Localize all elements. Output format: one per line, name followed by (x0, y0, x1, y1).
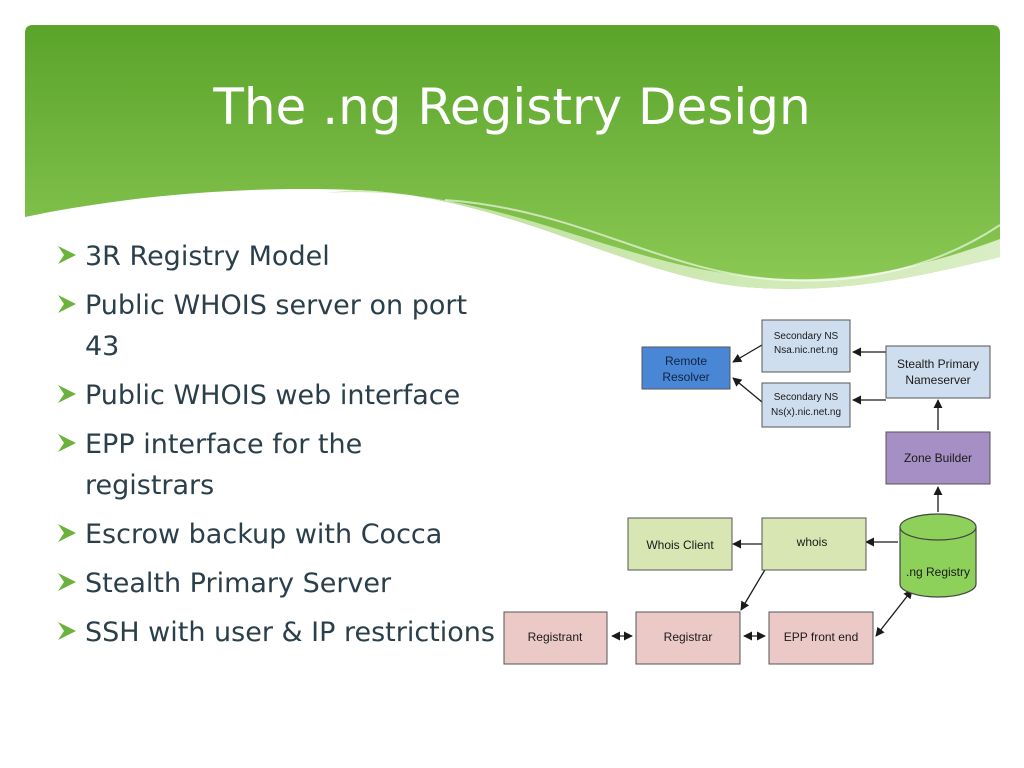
arrow-bullet-icon (58, 385, 76, 403)
bullet-item: Stealth Primary Server (55, 563, 495, 604)
arrow-nsx-to-resolver (732, 377, 763, 403)
arrow-bullet-icon (58, 246, 76, 264)
bullet-text: 3R Registry Model (85, 241, 330, 272)
whois-client-node: Whois Client (627, 517, 733, 571)
node-label-line: Secondary NS (774, 331, 839, 342)
arrow-bullet-icon (58, 434, 76, 452)
epp-front-end-node: EPP front end (768, 611, 874, 665)
node-label-line: Ns(x).nic.net.ng (771, 407, 841, 418)
node-label-line: whois (796, 535, 828, 549)
node-label-line: EPP front end (784, 630, 859, 644)
secondary-ns-x-node: Secondary NS Ns(x).nic.net.ng (761, 382, 851, 428)
bullet-item: Public WHOIS server on port 43 (55, 285, 495, 367)
title-banner (25, 25, 1000, 325)
slide-title: The .ng Registry Design (213, 78, 811, 136)
bullet-list: 3R Registry Model Public WHOIS server on… (55, 236, 495, 661)
node-label-line: .ng Registry (906, 565, 970, 579)
ng-registry-database-node: .ng Registry (899, 513, 977, 598)
remote-resolver-node: Remote Resolver (641, 346, 731, 390)
bullet-text: Escrow backup with Cocca (85, 519, 443, 550)
node-label-line: Zone Builder (904, 451, 972, 465)
bullet-item: EPP interface for the registrars (55, 424, 495, 506)
node-label-line: Nameserver (905, 373, 970, 387)
node-label-line: Resolver (662, 370, 709, 384)
bullet-text: Stealth Primary Server (85, 568, 392, 599)
bullet-item: 3R Registry Model (55, 236, 495, 277)
bullet-item: Public WHOIS web interface (55, 375, 495, 416)
zone-builder-node: Zone Builder (885, 431, 991, 485)
whois-node: whois (761, 517, 867, 571)
bullet-text: Public WHOIS server on port 43 (85, 290, 468, 362)
registrar-node: Registrar (635, 611, 741, 665)
arrow-bullet-icon (58, 295, 76, 313)
connector-lines (611, 344, 943, 641)
node-label-line: Stealth Primary (897, 357, 979, 371)
node-label-line: Remote (665, 354, 707, 368)
node-label-line: Whois Client (646, 538, 714, 552)
stealth-primary-node: Stealth Primary Nameserver (885, 345, 991, 399)
arrow-bullet-icon (58, 524, 76, 542)
bullet-item: Escrow backup with Cocca (55, 514, 495, 555)
bullet-text: Public WHOIS web interface (85, 380, 461, 411)
bullet-text: EPP interface for the registrars (85, 429, 363, 501)
registrant-node: Registrant (503, 611, 608, 665)
bullet-item: SSH with user & IP restrictions (55, 612, 495, 653)
arrow-epp-registry (875, 589, 913, 637)
node-label-line: Nsa.nic.net.ng (774, 345, 838, 356)
arrow-bullet-icon (58, 573, 76, 591)
secondary-ns-a-node: Secondary NS Nsa.nic.net.ng (761, 319, 851, 373)
banner-background (25, 25, 1000, 289)
arrow-bullet-icon (58, 622, 76, 640)
node-label-line: Registrar (664, 630, 713, 644)
arrow-whois-to-registrar (740, 567, 767, 611)
bullet-text: SSH with user & IP restrictions (85, 617, 495, 648)
node-label-line: Registrant (528, 630, 583, 644)
arrow-nsa-to-resolver (732, 344, 763, 363)
node-label-line: Secondary NS (774, 392, 839, 403)
